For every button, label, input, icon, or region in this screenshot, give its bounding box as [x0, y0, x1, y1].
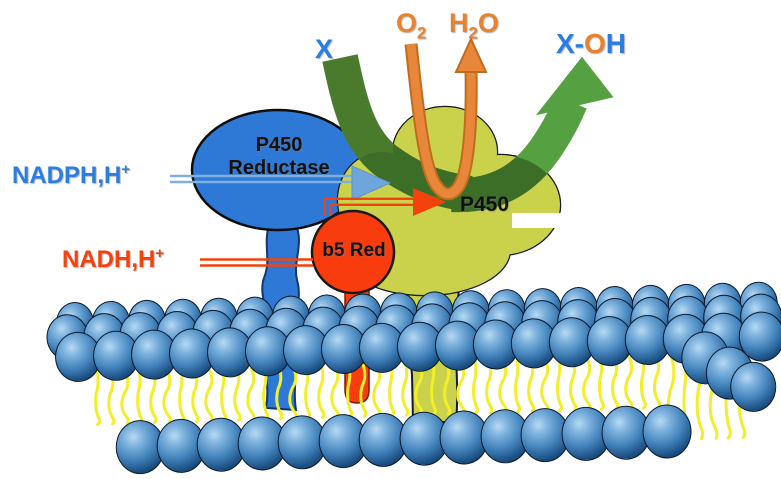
p450-label-background	[512, 213, 572, 228]
nadh-arrowhead	[413, 188, 446, 216]
h2o-arrowhead	[454, 36, 488, 73]
b5-label: b5 Red	[315, 240, 393, 262]
reductase-line1: P450	[255, 134, 303, 156]
cytochrome-b5-protein	[310, 209, 396, 295]
membrane-bilayer	[45, 273, 781, 479]
p450-reductase-label: P450 Reductase	[193, 134, 365, 180]
o2-sub: 2	[417, 23, 427, 43]
h2o-sub: 2	[468, 23, 478, 43]
o2-text: O	[396, 8, 418, 38]
nadh-sup: +	[155, 246, 165, 262]
nadh-electron-arrow	[200, 188, 446, 267]
product-h: H	[605, 28, 627, 59]
h2o-label: H2O	[449, 8, 499, 43]
nadph-sup: +	[121, 162, 131, 178]
substrate-label: X	[315, 34, 333, 65]
h2o-h: H	[449, 8, 469, 38]
nadph-text: NADPH,H	[12, 162, 122, 189]
reductase-line2: Reductase	[228, 157, 330, 179]
product-x: X-	[556, 28, 584, 59]
p450-text: P450	[460, 193, 510, 216]
h2o-o: O	[477, 8, 499, 38]
product-label: X-OH	[556, 28, 626, 60]
p450-label: P450	[460, 193, 509, 217]
product-o: O	[584, 28, 606, 59]
nadh-text: NADH,H	[62, 246, 156, 273]
oxygen-water-arrow	[404, 36, 488, 201]
nadph-label: NADPH,H+	[12, 162, 130, 190]
nadph-arrowhead	[351, 165, 392, 201]
o2-label: O2	[396, 8, 426, 43]
substrate-text: X	[315, 34, 334, 64]
nadh-label: NADH,H+	[62, 246, 164, 274]
nadph-electron-arrow	[170, 165, 392, 201]
b5-text: b5 Red	[322, 240, 386, 261]
